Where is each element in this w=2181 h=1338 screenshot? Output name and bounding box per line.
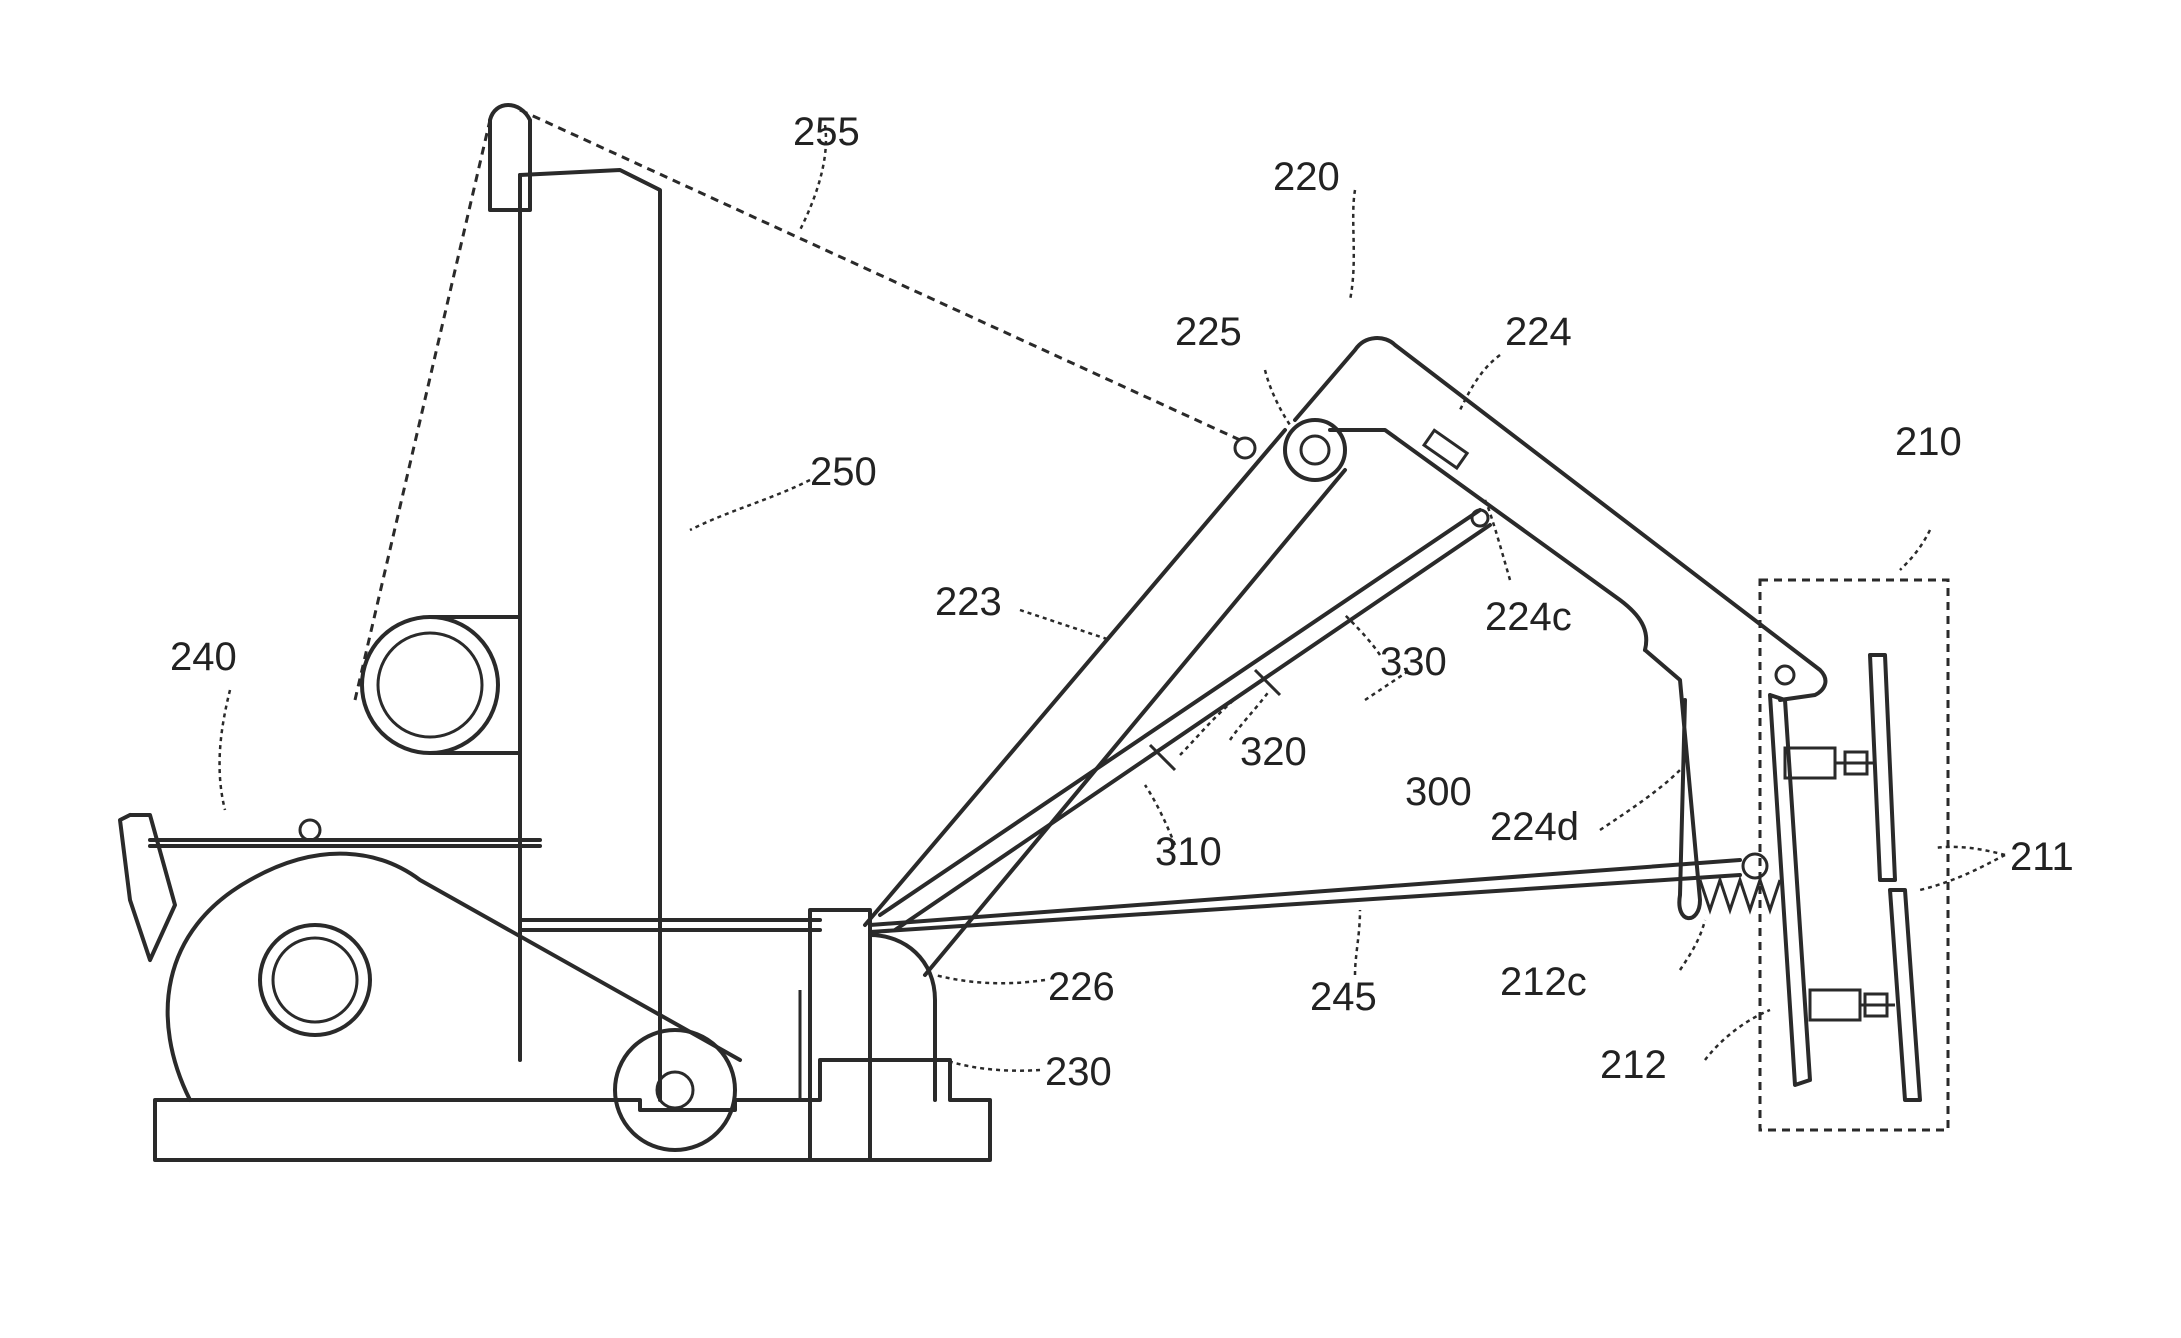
leader-lines <box>220 125 2005 1071</box>
label-210: 210 <box>1895 420 1962 464</box>
label-226: 226 <box>1048 965 1115 1009</box>
lower-pulley <box>615 1030 735 1150</box>
label-310: 310 <box>1155 830 1222 874</box>
base-plate <box>155 1060 990 1160</box>
label-230: 230 <box>1045 1050 1112 1094</box>
tie-rod-245 <box>870 854 1767 932</box>
label-225: 225 <box>1175 310 1242 354</box>
label-220: 220 <box>1273 155 1340 199</box>
label-211: 211 <box>2010 835 2074 879</box>
label-300: 300 <box>1405 770 1472 814</box>
label-330: 330 <box>1380 640 1447 684</box>
label-224c: 224c <box>1485 595 1572 639</box>
label-212c: 212c <box>1500 960 1587 1004</box>
brush-unit-210 <box>1760 580 1948 1130</box>
frame-250 <box>355 105 820 1100</box>
rope-hook <box>1235 438 1255 458</box>
arm-223 <box>865 420 1345 975</box>
reference-numerals: 255 220 225 224 250 210 223 224c 330 240… <box>170 110 2074 1094</box>
winch-240 <box>120 815 740 1100</box>
label-240: 240 <box>170 635 237 679</box>
post-230 <box>800 910 935 1160</box>
rope-255 <box>520 110 1240 440</box>
label-255: 255 <box>793 110 860 154</box>
label-245: 245 <box>1310 975 1377 1019</box>
label-250: 250 <box>810 450 877 494</box>
label-320: 320 <box>1240 730 1307 774</box>
label-223: 223 <box>935 580 1002 624</box>
label-224: 224 <box>1505 310 1572 354</box>
label-212: 212 <box>1600 1043 1667 1087</box>
label-224d: 224d <box>1490 805 1579 849</box>
spring-212c <box>1700 880 1780 910</box>
